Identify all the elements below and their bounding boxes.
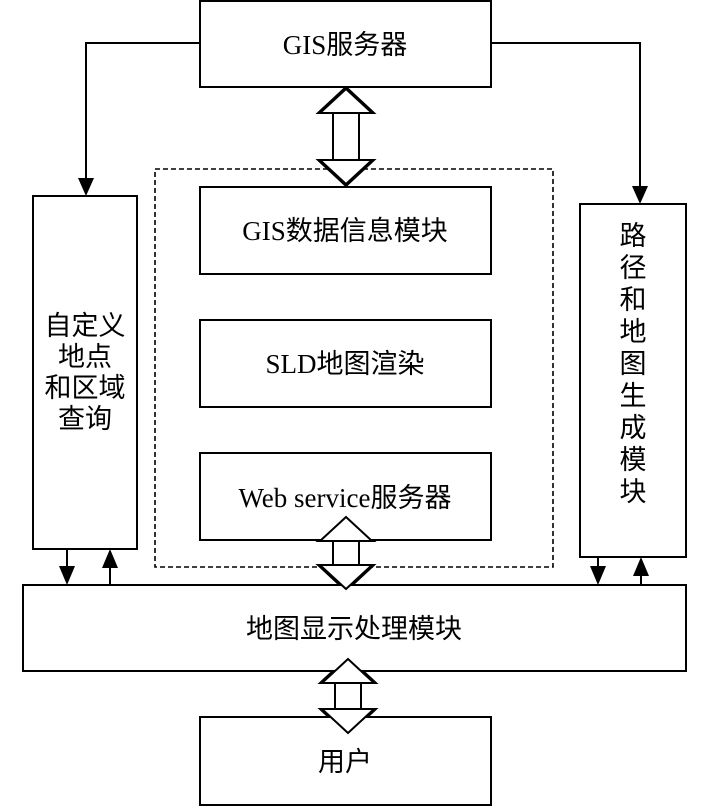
route-module-char: 生 [620, 381, 647, 411]
custom-query-box [32, 195, 138, 550]
sld-render-box [199, 319, 492, 408]
route-module-char: 路 [620, 221, 647, 251]
gis-data-module-box [199, 186, 492, 275]
map-display-box [22, 584, 687, 672]
sld-render-label: SLD地图渲染 [265, 349, 424, 379]
double-arrow-server-tip [317, 87, 375, 114]
double-arrow-display-tip-lower [317, 564, 375, 591]
double-arrow-container-tip [317, 159, 375, 186]
custom-query-line: 和区域 [45, 373, 126, 403]
route-module-label: 路 径 和 地 图 生 成 模 块 [620, 221, 647, 507]
route-module-char: 块 [620, 477, 647, 507]
double-arrow-webservice-tip [317, 515, 375, 542]
custom-query-line: 查询 [58, 404, 112, 434]
route-module-char: 成 [620, 413, 647, 443]
web-service-label: Web service服务器 [238, 483, 451, 513]
gis-server-label: GIS服务器 [283, 30, 408, 60]
arrowhead-route-up [633, 557, 649, 576]
arrowhead-query-down [59, 566, 75, 585]
gis-data-module-label: GIS数据信息模块 [242, 216, 448, 246]
route-module-char: 地 [620, 317, 647, 347]
map-display-label: 地图显示处理模块 [246, 614, 462, 644]
double-arrow-user-tip [319, 708, 377, 735]
route-module-char: 和 [620, 285, 647, 315]
custom-query-label: 自定义 地点 和区域 查询 [45, 311, 126, 434]
arrowhead-query-up [102, 549, 118, 568]
arrowhead-gis-to-route [632, 186, 648, 204]
gis-server-box [199, 0, 492, 88]
user-box [199, 716, 492, 806]
double-arrow-display-tip [319, 657, 377, 684]
route-module-char: 图 [620, 349, 647, 379]
arrowhead-gis-to-query [78, 178, 94, 196]
custom-query-line: 自定义 [45, 311, 126, 341]
route-module-box [579, 203, 687, 558]
connector-gis-to-query [85, 42, 200, 180]
route-module-char: 模 [620, 445, 647, 475]
connector-gis-to-route [491, 42, 641, 188]
user-label: 用户 [318, 747, 372, 777]
arrowhead-route-down [590, 566, 606, 585]
route-module-char: 径 [620, 253, 647, 283]
custom-query-line: 地点 [58, 342, 112, 372]
